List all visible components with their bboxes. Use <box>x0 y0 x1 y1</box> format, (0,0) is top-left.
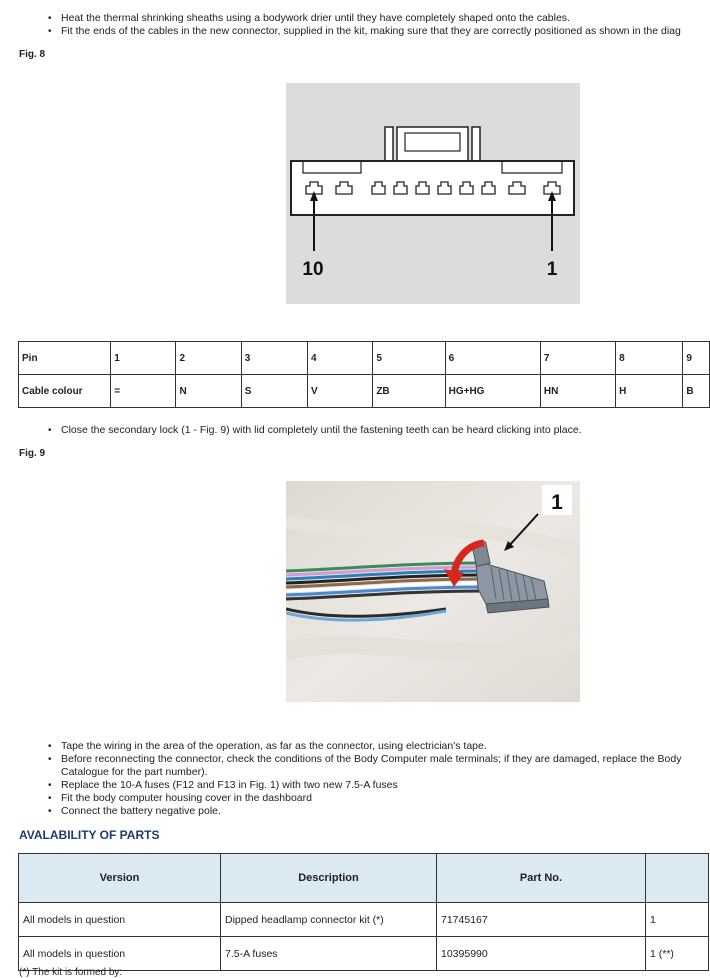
pin-cell: 1 <box>110 341 177 375</box>
bullet-item: Before reconnecting the connector, check… <box>19 753 710 779</box>
bullet-item: Replace the 10-A fuses (F12 and F13 in F… <box>19 779 710 792</box>
fig9-label: Fig. 9 <box>19 448 46 459</box>
pin-cell: 9 <box>682 341 710 375</box>
colour-cell: = <box>110 374 177 408</box>
mid-bullet-list: Close the secondary lock (1 - Fig. 9) wi… <box>19 424 709 437</box>
col-header-part-no: Part No. <box>436 853 646 903</box>
col-header-description: Description <box>220 853 437 903</box>
cell-version: All models in question <box>18 936 221 971</box>
pin-cell: 6 <box>444 341 541 375</box>
colour-cell: N <box>175 374 242 408</box>
bullet-item: Connect the battery negative pole. <box>19 805 710 818</box>
table-row: Cable colour = N S V ZB HG+HG HN H B <box>17 374 710 408</box>
cell-quantity: 1 (**) <box>645 936 709 971</box>
cell-part-no: 10395990 <box>436 936 646 971</box>
pin-cell: 5 <box>372 341 446 375</box>
row-header-cable-colour: Cable colour <box>17 374 112 408</box>
callout-10: 10 <box>302 259 323 280</box>
connector-drawing: 10 1 <box>290 126 575 280</box>
colour-cell: HG+HG <box>444 374 541 408</box>
colour-cell: B <box>682 374 710 408</box>
bullet-item: Tape the wiring in the area of the opera… <box>19 740 710 753</box>
fig8-label: Fig. 8 <box>19 49 46 60</box>
footnote: (*) The kit is formed by: <box>19 967 123 978</box>
parts-table: Version Description Part No. All models … <box>18 853 709 971</box>
pin-cell: 4 <box>307 341 374 375</box>
pin-colour-table: Pin 1 2 3 4 5 6 7 8 9 Cable colour = N S… <box>17 341 710 408</box>
fig9-connector-photo: 1 <box>286 481 580 702</box>
colour-cell: H <box>615 374 684 408</box>
connector-photo: 1 <box>286 481 580 702</box>
pin-cell: 3 <box>240 341 309 375</box>
table-row: Pin 1 2 3 4 5 6 7 8 9 <box>17 341 710 375</box>
pin-cell: 8 <box>615 341 684 375</box>
parts-section-title: AVALABILITY OF PARTS <box>19 828 160 842</box>
cell-quantity: 1 <box>645 902 709 937</box>
colour-cell: HN <box>539 374 617 408</box>
intro-bullet-list: Heat the thermal shrinking sheaths using… <box>19 12 710 38</box>
cell-part-no: 71745167 <box>436 902 646 937</box>
table-header-row: Version Description Part No. <box>18 853 709 903</box>
col-header-version: Version <box>18 853 221 903</box>
colour-cell: ZB <box>372 374 446 408</box>
cell-description: Dipped headlamp connector kit (*) <box>220 902 437 937</box>
callout-1: 1 <box>547 259 558 280</box>
pin-cell: 7 <box>539 341 617 375</box>
bullet-item: Fit the body computer housing cover in t… <box>19 792 710 805</box>
cell-version: All models in question <box>18 902 221 937</box>
cell-description: 7.5-A fuses <box>220 936 437 971</box>
outro-bullet-list: Tape the wiring in the area of the opera… <box>19 740 710 818</box>
fig9-callout-1: 1 <box>551 491 563 514</box>
colour-cell: S <box>240 374 309 408</box>
fig8-connector-diagram: 10 1 <box>286 83 580 304</box>
table-row: All models in question 7.5-A fuses 10395… <box>18 936 709 971</box>
bullet-item: Close the secondary lock (1 - Fig. 9) wi… <box>19 424 709 437</box>
colour-cell: V <box>307 374 374 408</box>
bullet-item: Fit the ends of the cables in the new co… <box>19 25 710 38</box>
row-header-pin: Pin <box>17 341 112 375</box>
table-row: All models in question Dipped headlamp c… <box>18 902 709 937</box>
pin-cell: 2 <box>175 341 242 375</box>
col-header-quantity <box>645 853 709 903</box>
bullet-item: Heat the thermal shrinking sheaths using… <box>19 12 710 25</box>
